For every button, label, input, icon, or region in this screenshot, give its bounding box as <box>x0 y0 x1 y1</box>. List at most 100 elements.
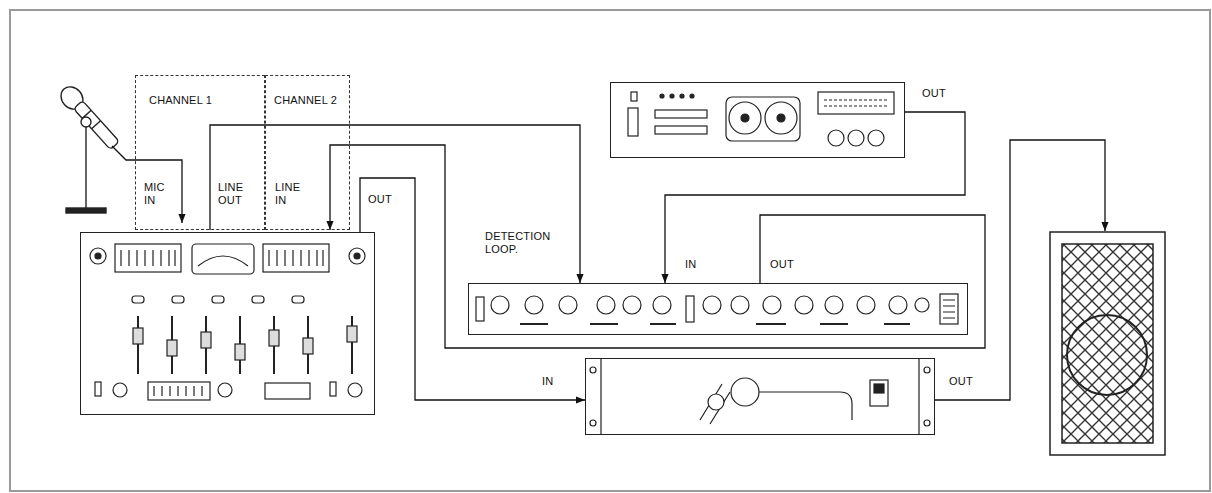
amplifier-controls-part <box>601 358 919 435</box>
tape-deck-controls-part <box>655 126 707 134</box>
processor-controls-part <box>525 296 543 314</box>
tape-deck-controls-part <box>680 94 684 98</box>
mic-cable <box>112 146 182 223</box>
processor-controls-part <box>623 296 641 314</box>
amplifier-controls-part <box>590 367 596 373</box>
port-label: CHANNEL 2 <box>273 94 338 107</box>
mixer-controls-part <box>347 326 357 342</box>
port-label: OUT <box>769 258 795 271</box>
microphone-symbol-part <box>57 82 123 152</box>
port-label: IN <box>684 258 697 271</box>
mixer-controls-part <box>192 244 254 274</box>
mixer-controls-part <box>348 383 362 397</box>
tape-deck-controls-part <box>670 94 674 98</box>
mixer-controls-part <box>138 316 352 374</box>
tape-deck-controls-part <box>777 114 785 122</box>
processor-controls-part <box>686 296 694 322</box>
processor-controls-part <box>943 300 955 318</box>
processor-controls-part <box>520 323 910 325</box>
loudspeaker-symbol-part <box>1062 244 1153 443</box>
tape-deck-controls-part <box>828 130 844 146</box>
signal-cable <box>665 112 965 283</box>
tape-deck-controls-part <box>628 108 638 136</box>
mixer-controls-part <box>201 332 211 348</box>
port-label: DETECTION LOOP. <box>484 230 556 256</box>
mixer-controls-part <box>212 296 224 303</box>
tape-deck-controls-part <box>690 94 694 98</box>
mixer-controls-part <box>354 253 360 259</box>
mixer-controls-part <box>269 330 279 346</box>
processor-controls-part <box>857 296 875 314</box>
microphone-symbol-part <box>81 117 91 127</box>
mixer-controls-part <box>265 383 310 399</box>
port-label: LINE OUT <box>217 181 249 207</box>
amplifier-controls-part <box>700 384 730 424</box>
loudspeaker-symbol <box>1050 232 1165 455</box>
speaker-cable <box>935 140 1105 400</box>
mixer-controls-part <box>132 296 144 303</box>
tape-deck-controls-part <box>848 130 864 146</box>
processor-controls-part <box>491 296 509 314</box>
processor-controls-part <box>653 296 671 314</box>
tape-deck-controls-part <box>655 110 707 118</box>
amplifier-controls-part <box>924 420 930 426</box>
mixer-controls-part <box>90 248 106 264</box>
mixer-controls-part <box>252 296 264 303</box>
processor-controls-part <box>559 296 577 314</box>
tape-deck-controls-part <box>765 102 797 134</box>
port-label: CHANNEL 1 <box>148 94 213 107</box>
processor-controls-part <box>889 296 907 314</box>
microphone-symbol-part-part <box>74 101 120 150</box>
tape-deck-controls-part <box>726 97 800 141</box>
amplifier-controls-part <box>870 380 888 406</box>
microphone-symbol-part <box>66 208 106 213</box>
tape-deck-controls-part <box>631 92 637 101</box>
mixer-controls-part <box>263 244 329 272</box>
amplifier-controls-part <box>731 378 759 406</box>
processor-controls-part <box>476 297 484 321</box>
mixer-controls-part <box>115 244 181 272</box>
amplifier-controls-part <box>759 392 852 420</box>
tape-deck-controls-part <box>741 114 749 122</box>
processor-controls-part <box>940 294 958 324</box>
mic-cable-part <box>112 146 182 223</box>
processor-controls-part <box>825 296 843 314</box>
signal-processor: DETECTION LOOP.INOUT <box>468 283 968 335</box>
mixer-controls-part <box>292 296 304 303</box>
mixer-controls-part <box>269 250 323 266</box>
port-label: LINE IN <box>274 181 306 207</box>
mixer-controls-part <box>121 250 175 266</box>
processor-controls-part <box>703 296 721 314</box>
tape-recorder: OUT <box>610 82 905 158</box>
mixer-controls-part <box>95 382 101 396</box>
mixer-controls-part <box>133 328 143 344</box>
mixer-controls-part <box>198 256 248 266</box>
microphone-symbol <box>57 82 123 213</box>
tape-deck-controls <box>628 92 894 146</box>
loudspeaker-symbol-part <box>1050 232 1165 455</box>
mixer-controls-part <box>95 253 101 259</box>
tape-deck-controls-part <box>818 92 894 114</box>
picture-frame <box>10 10 1210 491</box>
mixer-controls-part <box>303 338 313 354</box>
channel-box: CHANNEL 2 LINE IN <box>265 75 350 230</box>
mixer-controls-part <box>330 382 336 396</box>
processor-controls-part <box>763 296 781 314</box>
port-label: MIC IN <box>143 181 175 207</box>
signal-cable <box>360 178 585 400</box>
mixer-controls-part <box>148 382 210 400</box>
processor-controls-part <box>597 296 615 314</box>
mixer-controls-part <box>349 248 365 264</box>
port-label: OUT <box>367 193 393 206</box>
amplifier-controls-part <box>590 420 596 426</box>
power-amplifier: INOUT <box>585 358 935 435</box>
picture-frame-part <box>10 10 1210 491</box>
processor-controls-part <box>915 298 929 312</box>
tape-deck-controls-part <box>729 102 761 134</box>
amplifier-controls-part <box>924 367 930 373</box>
port-label: IN <box>541 375 554 388</box>
